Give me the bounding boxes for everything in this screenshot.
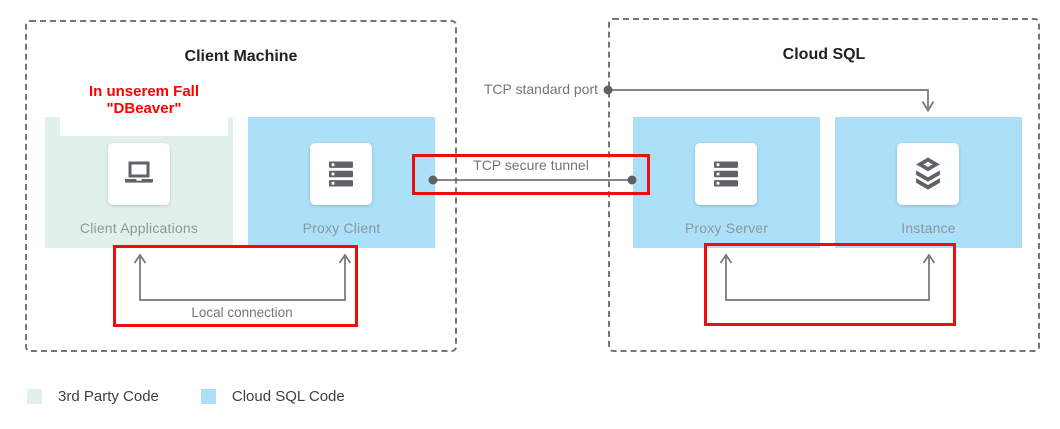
node-label-client-applications: Client Applications	[79, 220, 199, 236]
legend-item-cloud-sql: Cloud SQL Code	[200, 388, 375, 405]
cloud-sql-swatch-icon	[200, 389, 216, 404]
cloud-sql-title: Cloud SQL	[782, 46, 866, 63]
annotation-line-2: "DBeaver"	[106, 100, 182, 117]
label-tcp-standard-port: TCP standard port	[483, 81, 598, 97]
laptop-icon	[108, 143, 170, 205]
label-local-connection: Local connection	[191, 305, 293, 320]
highlight-box-local-connection	[113, 245, 358, 327]
node-label-proxy-server: Proxy Server	[684, 220, 769, 236]
client-machine-panel	[25, 20, 457, 352]
node-proxy-client: Proxy Client	[248, 117, 435, 248]
cloud-sql-panel	[608, 18, 1040, 352]
legend: 3rd Party Code Cloud SQL Code	[27, 388, 375, 405]
laptop-icon-svg	[125, 161, 153, 183]
server-icon	[695, 143, 757, 205]
legend-label-3rd-party: 3rd Party Code	[58, 388, 159, 405]
server-icon	[310, 143, 372, 205]
annotation-line-1: In unserem Fall	[88, 83, 200, 100]
label-tcp-secure-tunnel: TCP secure tunnel	[473, 157, 589, 173]
node-client-applications: Client Applications	[45, 117, 233, 248]
server-icon-svg	[329, 161, 353, 187]
legend-label-cloud-sql: Cloud SQL Code	[231, 388, 345, 405]
third-party-swatch-icon	[27, 389, 42, 404]
highlight-box-tcp-secure-tunnel	[412, 154, 650, 195]
node-label-instance: Instance	[901, 220, 956, 236]
highlight-box-server-instance	[704, 243, 956, 326]
database-stack-icon-svg	[916, 157, 940, 190]
node-instance: Instance	[835, 117, 1022, 248]
node-label-proxy-client: Proxy Client	[302, 220, 381, 236]
client-machine-title: Client Machine	[184, 48, 298, 65]
database-stack-icon	[897, 143, 959, 205]
server-icon-svg	[714, 161, 738, 187]
legend-item-3rd-party: 3rd Party Code	[27, 388, 189, 405]
node-proxy-server: Proxy Server	[633, 117, 820, 248]
annotation-dbeaver: In unserem Fall "DBeaver"	[60, 79, 228, 136]
